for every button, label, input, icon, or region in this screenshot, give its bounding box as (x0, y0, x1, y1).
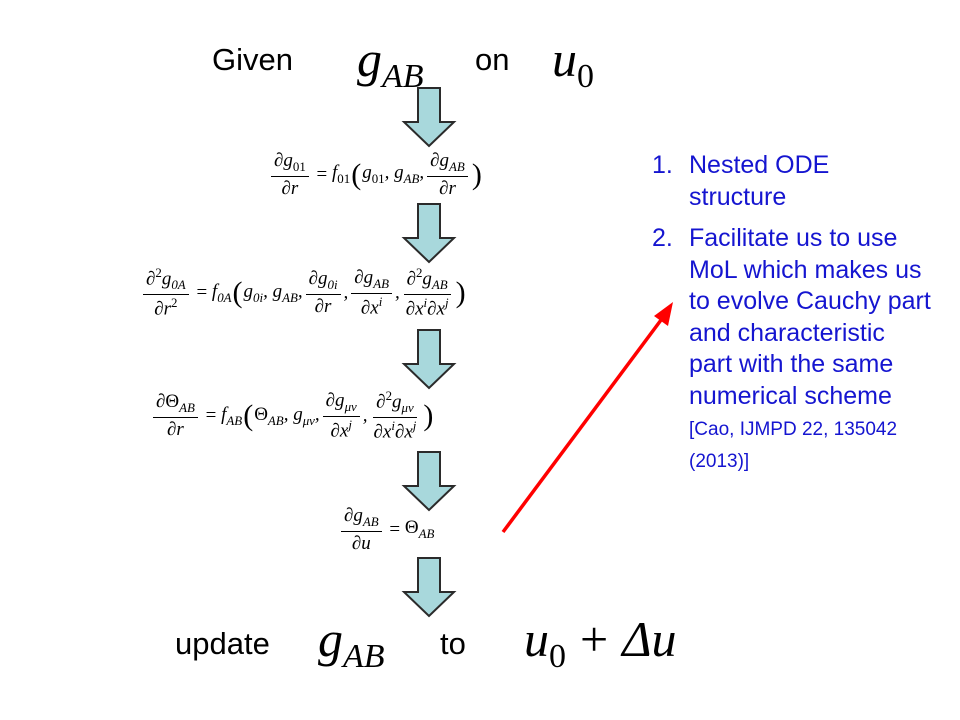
u-letter: u (552, 31, 577, 87)
given-label: Given (212, 42, 293, 77)
target-plus: + (580, 611, 609, 667)
to-label: to (440, 626, 466, 661)
update-label: update (175, 626, 270, 661)
on-label: on (475, 42, 510, 77)
equation-2: ∂2g0A∂r2 = f0A( g0i, gAB, ∂g0i∂r, ∂gAB∂x… (140, 265, 467, 320)
target-u-subscript: 0 (549, 638, 566, 675)
metric-subscript: AB (343, 638, 385, 675)
equation-3: ∂ΘAB∂r = fAB( ΘAB, gμν, ∂gμν∂xj, ∂2gμν∂x… (150, 388, 434, 443)
citation: [Cao, IJMPD 22, 135042 (2013)] (689, 419, 898, 472)
footer-target-expression: u0 +Δu (524, 610, 677, 676)
down-block-arrow-icon (401, 203, 457, 264)
down-block-arrow-icon (401, 451, 457, 512)
equation-1: ∂g01∂r = f01( g01, gAB, ∂gAB∂r ) (268, 150, 483, 200)
down-block-arrow-icon (401, 329, 457, 390)
down-block-arrow-icon (401, 557, 457, 618)
target-delta: Δu (622, 611, 677, 667)
header-u0-symbol: u0 (552, 30, 594, 96)
down-block-arrow-icon (401, 87, 457, 148)
footer-metric-symbol: gAB (318, 610, 385, 676)
header-metric-symbol: gAB (357, 30, 424, 96)
list-item-text: Facilitate us to use MoL which makes us … (689, 224, 931, 410)
list-item-text: Nested ODE structure (689, 151, 830, 211)
target-u-letter: u (524, 611, 549, 667)
metric-letter: g (357, 31, 382, 87)
equation-4: ∂gAB∂u = ΘAB (338, 505, 434, 555)
list-item-number: 1. (652, 151, 673, 179)
u-subscript: 0 (577, 58, 594, 95)
metric-letter: g (318, 611, 343, 667)
list-item-number: 2. (652, 224, 673, 252)
notes-list: 1. Nested ODE structure 2. Facilitate us… (652, 150, 932, 485)
list-item: 2. Facilitate us to use MoL which makes … (652, 223, 932, 475)
list-item: 1. Nested ODE structure (652, 150, 932, 213)
metric-subscript: AB (382, 58, 424, 95)
red-arrow-icon (501, 302, 673, 534)
